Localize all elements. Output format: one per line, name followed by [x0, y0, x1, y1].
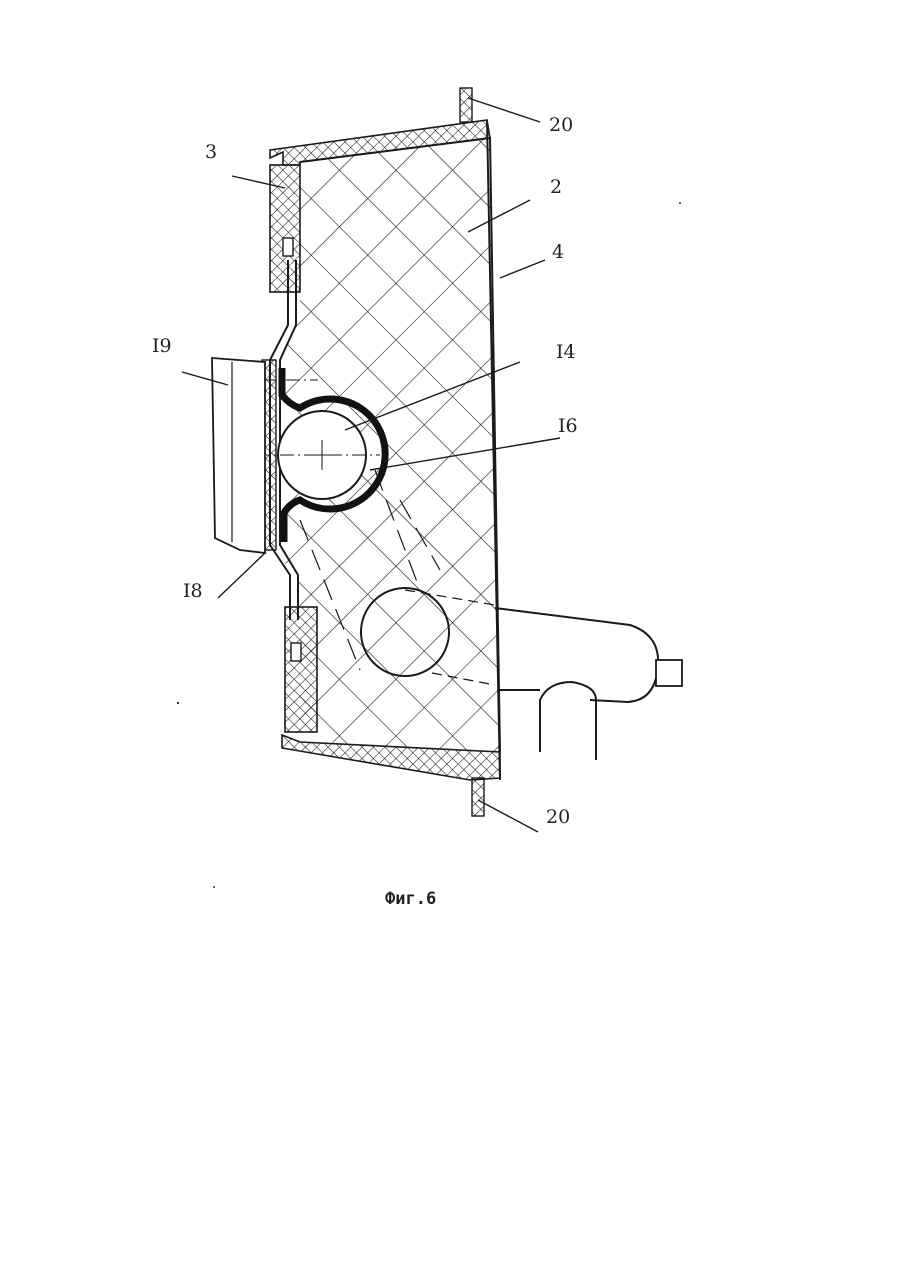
lower-seal-block — [285, 607, 317, 732]
label-19: I9 — [152, 335, 172, 357]
label-20-top: 20 — [549, 114, 573, 136]
label-20-bottom: 20 — [546, 806, 570, 828]
label-3: 3 — [205, 141, 217, 163]
label-4: 4 — [552, 241, 564, 263]
label-16: I6 — [558, 415, 578, 437]
outer-cover — [212, 358, 265, 553]
figure-caption: Фиг.6 — [385, 889, 436, 909]
label-14: I4 — [556, 341, 576, 363]
bottom-flange — [472, 778, 484, 816]
label-2: 2 — [550, 176, 562, 198]
top-flange — [460, 88, 472, 122]
label-18: I8 — [183, 580, 203, 602]
